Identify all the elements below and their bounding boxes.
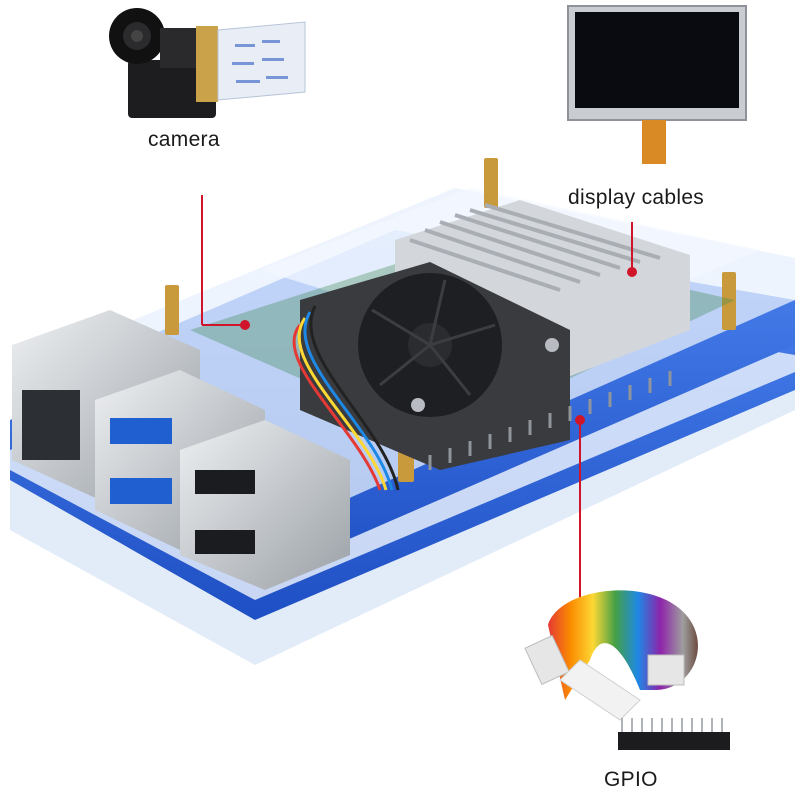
gpio-pin-header xyxy=(618,718,730,750)
fan-wires xyxy=(292,305,400,491)
usb-ports xyxy=(95,370,350,590)
display-screen xyxy=(567,5,747,164)
pointer-lines xyxy=(201,195,637,598)
camera-ribbon-cable xyxy=(217,21,306,101)
camera-pcb xyxy=(128,60,216,118)
gpio-ribbon-cable xyxy=(524,590,698,721)
cooling-fan xyxy=(300,262,570,470)
display-flex-cable xyxy=(642,120,666,164)
camera-module xyxy=(109,8,306,118)
gpio-header-pins xyxy=(428,371,672,470)
camera-connector xyxy=(196,26,218,102)
camera-label: camera xyxy=(148,128,220,151)
display-cables-label: display cables xyxy=(568,186,705,209)
gpio-label: GPIO xyxy=(604,768,658,791)
